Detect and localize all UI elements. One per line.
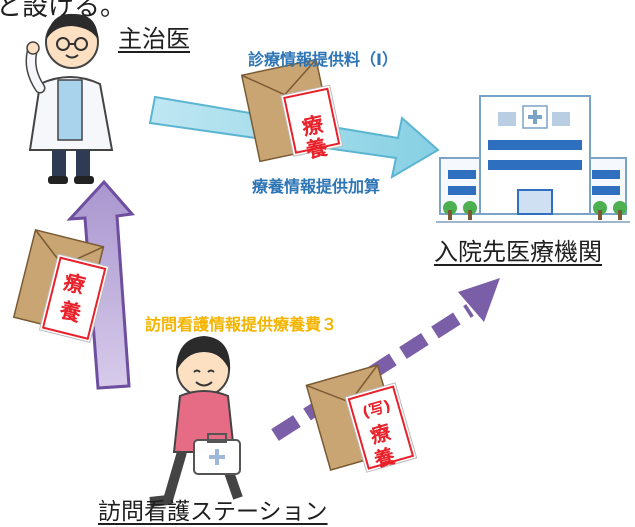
flow-label-addition: 療養情報提供加算: [252, 177, 381, 196]
envelope-nurse-to-doctor: [12, 228, 110, 343]
hospital-label: 入院先医療機関: [434, 238, 602, 266]
nurse-illustration: [149, 336, 243, 507]
flow-label-nursing-fee: 訪問看護情報提供療養費３: [145, 315, 338, 334]
nurse-station-label: 訪問看護ステーション: [98, 499, 328, 525]
envelope-doctor-to-hospital: [240, 58, 344, 163]
envelope-nurse-to-hospital: [305, 364, 418, 473]
doctor-illustration: [25, 13, 114, 184]
doctor-label: 主治医: [118, 25, 190, 53]
flow-label-info-fee: 診療情報提供料（Ⅰ）: [248, 50, 398, 69]
header-fragment: と設ける。: [0, 0, 127, 22]
hospital-illustration: [436, 95, 630, 223]
